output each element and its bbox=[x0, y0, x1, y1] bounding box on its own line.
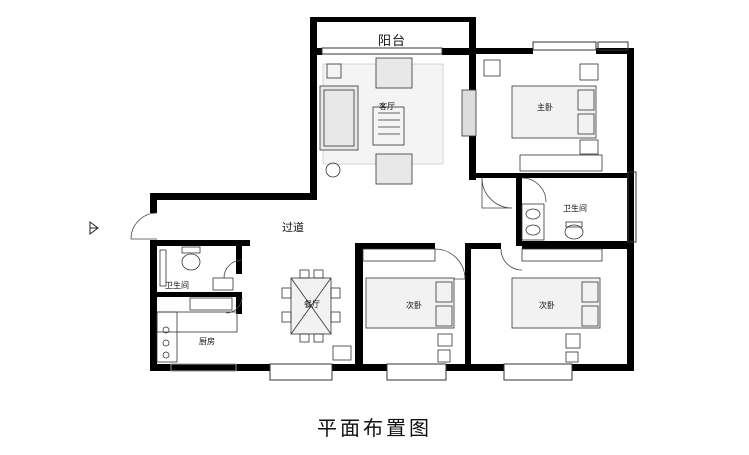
doors bbox=[130, 177, 547, 314]
hallway-label: 过道 bbox=[282, 221, 304, 234]
dining-label: 餐厅 bbox=[304, 300, 320, 309]
kitchen-label: 厨房 bbox=[199, 337, 215, 346]
master-bedroom-furniture bbox=[483, 59, 603, 172]
right-bathroom-fixtures bbox=[521, 203, 584, 241]
balcony-label: 阳台 bbox=[378, 34, 407, 49]
interior-walls bbox=[150, 178, 634, 371]
entrance-arrow-icon bbox=[89, 221, 99, 235]
floor-plan-caption: 平面布置图 bbox=[317, 416, 432, 440]
living-room-label: 客厅 bbox=[379, 102, 395, 111]
second-bedroom-a-furniture bbox=[362, 248, 455, 363]
living-room-furniture bbox=[319, 57, 477, 185]
windows bbox=[170, 41, 637, 381]
second-bedroom-b-label: 次卧 bbox=[539, 301, 555, 310]
dining-table bbox=[281, 269, 352, 361]
exterior-walls bbox=[150, 17, 634, 371]
second-bedroom-b-furniture bbox=[511, 248, 603, 363]
second-bedroom-a-label: 次卧 bbox=[406, 301, 422, 310]
master-bedroom-label: 主卧 bbox=[537, 103, 553, 112]
left-bathroom-fixtures bbox=[159, 246, 234, 291]
right-bathroom-label: 卫生间 bbox=[563, 204, 587, 213]
kitchen-fixtures bbox=[156, 297, 238, 363]
left-bathroom-label: 卫生间 bbox=[165, 281, 189, 290]
